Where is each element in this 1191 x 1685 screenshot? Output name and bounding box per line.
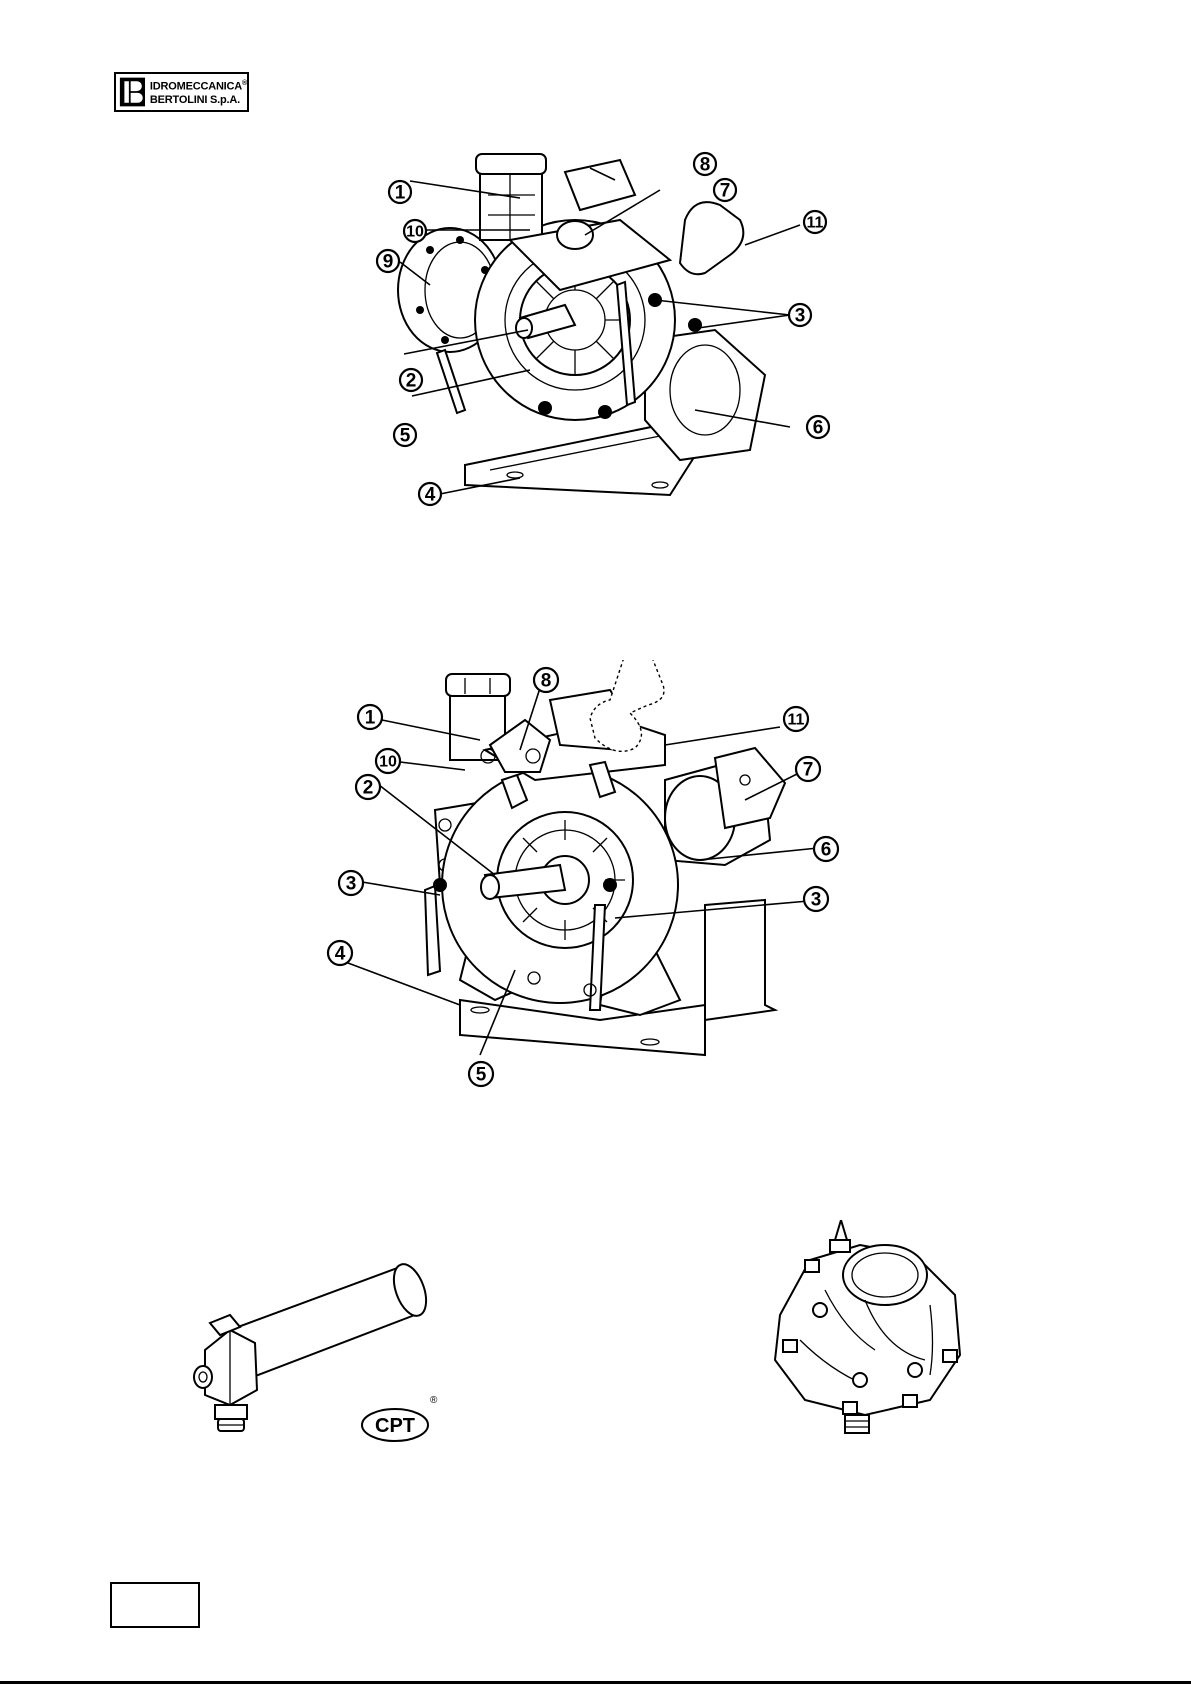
bottom-rule [0,1681,1191,1684]
callout-9: 9 [377,250,399,273]
filter-drawing: CPT ® [194,1260,438,1441]
svg-text:11: 11 [788,712,805,729]
callout-7: 7 [796,757,820,781]
air-chamber-drawing [775,1220,960,1433]
callout-11: 11 [804,211,826,233]
callout-8: 8 [534,668,558,692]
callout-1: 1 [389,181,411,204]
pump-figure-2: 8 1 10 2 3 4 5 11 7 6 3 [320,660,860,1100]
callout-4: 4 [328,941,352,965]
callout-2: 2 [356,775,380,799]
filter-figure: CPT ® [185,1255,465,1455]
callout-3: 3 [789,304,811,327]
svg-text:1: 1 [395,183,406,204]
svg-text:5: 5 [400,426,411,447]
callout-5: 5 [469,1062,493,1086]
callout-10: 10 [376,749,400,773]
callout-10: 10 [404,220,426,242]
logo-registered-mark: ® [242,80,247,87]
svg-text:3: 3 [795,306,806,327]
svg-text:3: 3 [346,874,357,895]
cpt-registered-mark: ® [430,1395,438,1406]
callout-11: 11 [784,707,808,731]
svg-text:7: 7 [803,760,814,781]
page-number-box [110,1582,200,1628]
svg-text:11: 11 [807,215,824,232]
callout-8: 8 [694,153,716,176]
svg-text:10: 10 [406,224,424,241]
svg-text:5: 5 [476,1065,487,1086]
bertolini-logo-icon [119,75,146,109]
logo-text: IDROMECCANICA® BERTOLINI S.p.A. [150,77,247,108]
air-chamber-figure [765,1220,975,1440]
callout-7: 7 [714,179,736,202]
svg-text:4: 4 [335,944,346,965]
svg-text:2: 2 [363,778,374,799]
svg-text:6: 6 [813,418,824,439]
callout-1: 1 [358,705,382,729]
svg-text:8: 8 [700,155,711,176]
svg-text:10: 10 [379,754,397,771]
svg-text:8: 8 [541,671,552,692]
callout-2: 2 [400,369,422,392]
logo-line1: IDROMECCANICA [150,80,242,92]
cpt-logo: CPT [375,1415,415,1437]
callout-5: 5 [394,424,416,447]
callout-3: 3 [804,887,828,911]
logo-line2: BERTOLINI S.p.A. [150,93,247,107]
pump-figure-1: 1 10 9 2 5 4 8 7 11 3 6 [360,140,860,530]
svg-text:2: 2 [406,371,417,392]
company-logo: IDROMECCANICA® BERTOLINI S.p.A. [114,72,249,112]
svg-text:3: 3 [811,890,822,911]
svg-text:1: 1 [365,708,376,729]
svg-text:9: 9 [383,252,394,273]
svg-text:6: 6 [821,840,832,861]
callout-6: 6 [814,837,838,861]
callout-4: 4 [419,483,441,506]
svg-text:4: 4 [425,485,436,506]
pump-drawing-1 [398,154,765,495]
callout-6: 6 [807,416,829,439]
svg-text:7: 7 [720,181,731,202]
callout-3: 3 [339,871,363,895]
